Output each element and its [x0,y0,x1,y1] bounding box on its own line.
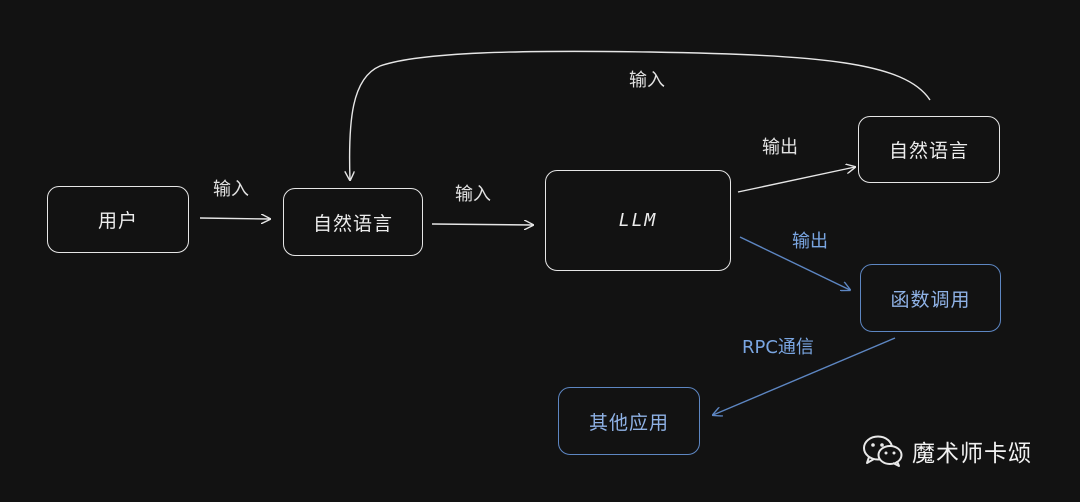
edge-label-llm-to-function: 输出 [792,231,828,252]
edge-label-function-to-apps: RPC通信 [742,337,814,358]
node-natural-language-input: 自然语言 [283,188,423,256]
node-natural-language-input-label: 自然语言 [312,212,393,235]
edge-llm-to-function [739,236,850,290]
edge-llm-to-nl-output [737,167,855,193]
edge-label-user-to-nl: 输入 [213,179,249,200]
node-natural-language-output: 自然语言 [858,116,1000,183]
edge-nl-to-llm [431,224,533,225]
edge-feedback-loop [350,50,931,180]
edge-label-nl-to-llm: 输入 [455,184,491,205]
wechat-icon [863,435,903,467]
wechat-watermark: 魔术师卡颂 [862,434,1032,468]
edge-user-to-nl [199,218,270,219]
node-user-label: 用户 [97,210,138,232]
node-user: 用户 [47,186,189,253]
node-other-apps-label: 其他应用 [588,411,669,434]
node-function-call: 函数调用 [860,264,1001,332]
wechat-account-name: 魔术师卡颂 [912,441,1032,467]
edge-label-llm-to-nl-output: 输出 [762,137,798,158]
node-llm-label: LLM [618,210,658,231]
edge-label-feedback: 输入 [629,70,665,91]
node-natural-language-output-label: 自然语言 [888,140,969,162]
node-function-call-label: 函数调用 [890,288,971,311]
node-llm: LLM [545,170,731,271]
edge-function-to-apps [713,337,896,415]
node-other-apps: 其他应用 [558,387,700,455]
